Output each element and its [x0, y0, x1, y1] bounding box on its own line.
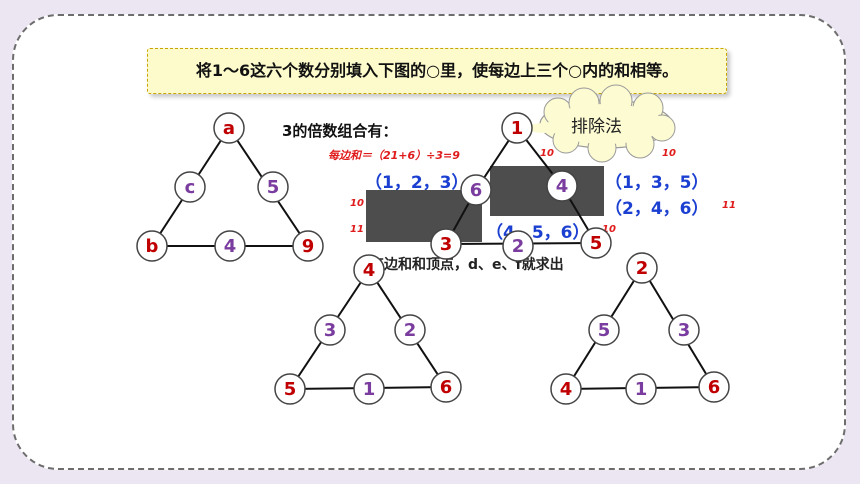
- middle-node: 1: [353, 373, 385, 405]
- middle-node: 5: [588, 314, 620, 346]
- svg-text:3: 3: [440, 234, 453, 255]
- svg-text:2: 2: [512, 236, 525, 257]
- svg-text:c: c: [185, 177, 196, 198]
- side-sum-label: 11: [350, 224, 364, 235]
- middle-node: 5: [257, 171, 289, 203]
- svg-text:5: 5: [267, 177, 280, 198]
- triple-3: （2，4，6）: [605, 199, 709, 219]
- middle-node: c: [174, 171, 206, 203]
- svg-text:2: 2: [636, 258, 649, 279]
- svg-text:6: 6: [708, 377, 721, 398]
- side-sum-label: 11: [722, 200, 736, 211]
- vertex-node: a: [213, 112, 245, 144]
- middle-node: 6: [460, 174, 492, 206]
- triangle-b: 1 6 4 3 2 5: [430, 112, 612, 262]
- svg-text:5: 5: [284, 379, 297, 400]
- triangle-d: 2 5 3 4 1 6: [550, 252, 730, 405]
- vertex-node: 6: [430, 371, 462, 403]
- vertex-node: 2: [626, 252, 658, 284]
- middle-node: 3: [314, 314, 346, 346]
- multiples-heading: 3的倍数组合有：: [282, 122, 398, 140]
- svg-text:4: 4: [224, 236, 237, 257]
- triple-1: （1，2，3）: [365, 173, 469, 193]
- cloud-shape: [528, 84, 676, 163]
- svg-text:1: 1: [635, 379, 648, 400]
- svg-text:3: 3: [678, 320, 691, 341]
- vertex-node: 1: [501, 112, 533, 144]
- svg-text:2: 2: [404, 320, 417, 341]
- svg-text:1: 1: [363, 379, 376, 400]
- vertex-node: 6: [698, 371, 730, 403]
- triangle-a: a c 5 b 4 9: [136, 112, 324, 262]
- middle-node: 1: [625, 373, 657, 405]
- vertex-node: 4: [550, 373, 582, 405]
- sum-formula: 每边和＝（21+6）÷3=9: [328, 149, 460, 162]
- vertex-node: 5: [580, 227, 612, 259]
- vertex-node: b: [136, 230, 168, 262]
- svg-text:1: 1: [511, 118, 524, 139]
- side-sum-label: 10: [350, 198, 364, 209]
- middle-node: 4: [546, 170, 578, 202]
- svg-text:6: 6: [440, 377, 453, 398]
- svg-text:6: 6: [470, 180, 483, 201]
- middle-node: 2: [394, 314, 426, 346]
- vertex-node: 5: [274, 373, 306, 405]
- vertex-node: 4: [353, 254, 385, 286]
- middle-node: 4: [214, 230, 246, 262]
- triple-2: （1，3，5）: [605, 173, 709, 193]
- triangle-c: 4 3 2 5 1 6: [274, 254, 462, 405]
- svg-text:4: 4: [363, 260, 376, 281]
- svg-text:4: 4: [560, 379, 573, 400]
- cover-box: [490, 166, 604, 216]
- problem-banner: 将1～6这六个数分别填入下图的○里，使每边上三个○内的和相等。: [147, 48, 727, 94]
- svg-text:4: 4: [556, 176, 569, 197]
- vertex-node: 3: [430, 228, 462, 260]
- svg-text:a: a: [223, 118, 235, 139]
- svg-text:9: 9: [302, 236, 315, 257]
- side-sum-label: 10: [662, 148, 676, 159]
- svg-text:5: 5: [590, 233, 603, 254]
- svg-text:3: 3: [324, 320, 337, 341]
- side-sum-label: 10: [602, 224, 616, 235]
- elimination-method-label: 排除法: [571, 117, 622, 137]
- svg-text:b: b: [146, 236, 159, 257]
- vertex-node: 9: [292, 230, 324, 262]
- svg-text:5: 5: [598, 320, 611, 341]
- middle-node: 3: [668, 314, 700, 346]
- middle-node: 2: [502, 230, 534, 262]
- side-sum-label: 10: [540, 148, 554, 159]
